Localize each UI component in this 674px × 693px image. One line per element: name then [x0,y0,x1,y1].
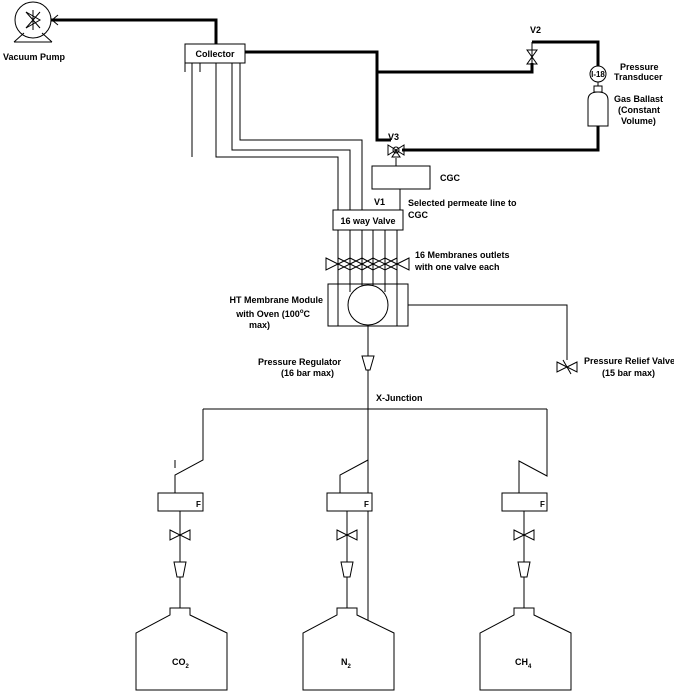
pressure-regulator-label-2: (16 bar max) [281,368,334,378]
collector-label: Collector [195,49,235,59]
membrane-cell [347,284,389,326]
membrane-outlet-valves [325,257,410,271]
membranes-outlets-label-2: with one valve each [414,262,500,272]
v3-valve [387,144,405,158]
ch4-valve [513,529,535,541]
module-label-1: HT Membrane Module [229,295,323,305]
membranes-outlets-label-1: 16 Membranes outlets [415,250,510,260]
ch4-regulator [517,561,531,578]
n2-regulator [340,561,354,578]
pump-line [51,18,218,44]
sixteen-way-valve-box [332,209,404,231]
pressure-transducer-label-2: Transducer [614,72,663,82]
ch4-flow-label: F [540,500,545,509]
pressure-relief-valve [556,359,578,375]
vacuum-pump-label: Vacuum Pump [3,52,66,62]
collector-to-v2-line [245,50,534,74]
cgc-label: CGC [440,173,461,183]
module-label-2: with Oven (100oC [235,309,310,319]
svg-text:I-18: I-18 [591,70,605,79]
n2-flow-controller [326,492,373,512]
relief-line [408,304,568,360]
return-line-3 [239,63,363,210]
co2-flow-label: F [196,500,201,509]
gas-ballast-cylinder [587,85,609,127]
v2-label: V2 [530,25,541,35]
co2-cylinder [135,607,228,691]
v2-to-transducer-line [532,40,600,66]
gas-ballast-label-3: Volume) [621,116,656,126]
v3-label: V3 [388,132,399,142]
pressure-transducer-label-1: Pressure [620,62,659,72]
vacuum-pump [13,1,53,43]
gas-ballast-label-1: Gas Ballast [614,94,663,104]
return-line-1 [215,63,339,210]
module-label-3: max) [249,320,270,330]
n2-flow-label: F [364,500,369,509]
ch4-cylinder [479,607,572,691]
ch4-label: CH4 [515,657,532,670]
cgc-box [371,165,431,190]
ballast-to-v3-line [402,126,600,152]
pressure-transducer: I-18 [589,65,607,83]
sixteen-way-valve-label: 16 way Valve [340,216,395,226]
membrane-module-box [327,283,409,327]
co2-label: CO2 [172,657,190,670]
relief-valve-label-2: (15 bar max) [602,368,655,378]
co2-valve [169,529,191,541]
relief-valve-label-1: Pressure Relief Valve [584,356,674,366]
co2-regulator [173,561,187,578]
return-line-2 [231,63,351,210]
gas-ballast-label-2: (Constant [618,105,660,115]
x-junction-label: X-Junction [376,393,423,403]
selected-line-label-1: Selected permeate line to [408,198,517,208]
pressure-regulator [361,355,375,371]
collector-to-v3-line [375,72,391,142]
n2-cylinder [302,607,395,691]
n2-valve [336,529,358,541]
v1-label: V1 [374,197,385,207]
n2-label: N2 [341,657,352,670]
pressure-regulator-label-1: Pressure Regulator [258,357,342,367]
selected-line-label-2: CGC [408,210,429,220]
